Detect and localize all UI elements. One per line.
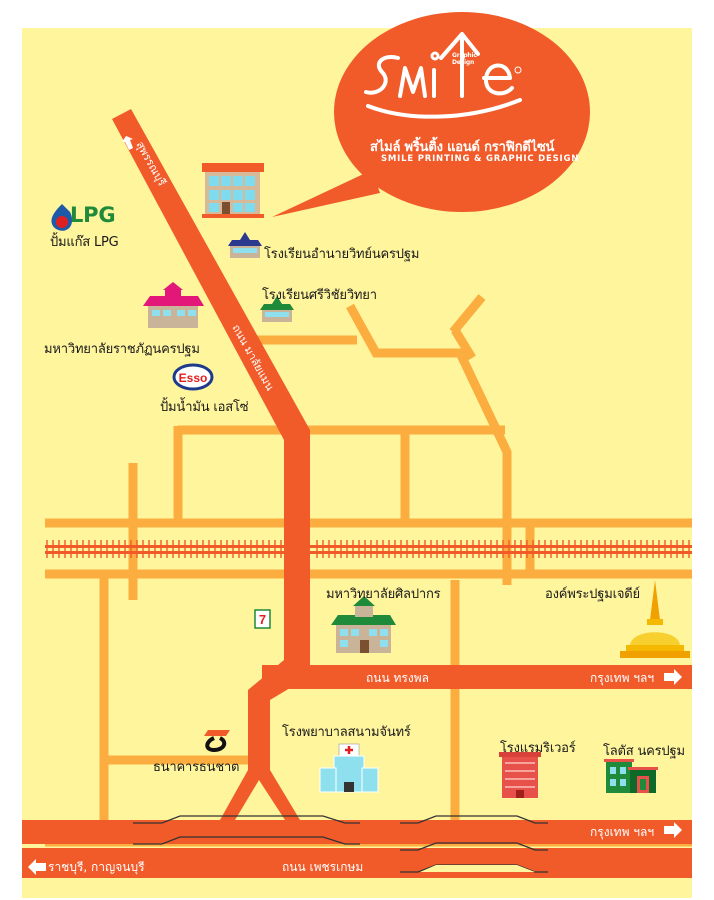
brand-logo-subtext: Graphic Design (452, 52, 477, 66)
thanachart-logo-icon (204, 730, 230, 753)
river-hotel-icon (499, 752, 541, 798)
hospital-icon (319, 743, 379, 793)
landmark-label-rajabhat: มหาวิทยาลัยราชภัฏนครปฐม (44, 342, 200, 357)
silpakorn-university-icon (331, 596, 396, 653)
road-label-songphon: ถนน ทรงพล (366, 671, 429, 685)
road-label-phetkasem-east: กรุงเทพ ฯลฯ (590, 825, 655, 839)
lpg-logo-text: LPG (70, 203, 116, 227)
road-label-phetkasem: ถนน เพชรเกษม (282, 860, 364, 874)
landmark-label-river-hotel: โรงแรมริเวอร์ (500, 741, 576, 756)
landmark-label-anuban-school: โรงเรียนอำนายวิทย์นครปฐม (264, 247, 420, 262)
landmark-label-lotus: โลตัส นครปฐม (603, 744, 685, 759)
landmark-label-lpg: ปั้มแก๊ส LPG (50, 235, 119, 250)
arrow-up-icon (122, 136, 133, 150)
overpass-lines (133, 815, 548, 873)
rajabhat-university-icon (143, 282, 204, 328)
seven-eleven-logo-icon: 7 (254, 609, 271, 629)
lotus-store-icon (604, 759, 658, 793)
landmark-label-sriwichai-school: โรงเรียนศรีวิชัยวิทยา (262, 288, 377, 303)
phra-pathom-chedi-icon (620, 580, 690, 658)
brand-english-name: SMILE PRINTING & GRAPHIC DESIGN (381, 154, 580, 164)
lpg-logo-icon (51, 204, 73, 231)
esso-logo-icon: Esso (172, 363, 214, 391)
landmark-label-hospital: โรงพยาบาลสนามจันทร์ (282, 725, 411, 740)
landmark-label-chedi: องค์พระปฐมเจดีย์ (545, 587, 640, 602)
landmark-label-thanachart: ธนาคารธนชาต (153, 760, 240, 775)
printing-office-building-icon (202, 163, 264, 218)
brand-bubble (272, 12, 590, 217)
anuban-school-icon (228, 232, 262, 258)
brand-thai-name: สไมล์ พริ้นติ้ง แอนด์ กราฟิกดีไซน์ (370, 140, 555, 155)
direction-arrows (28, 136, 682, 875)
landmark-label-esso: ปั้มน้ำมัน เอสโซ่ (160, 400, 249, 415)
road-label-songphon-direction: กรุงเทพ ฯลฯ (590, 671, 655, 685)
arrow-left-icon (28, 859, 46, 875)
sriwichai-school-icon (260, 296, 294, 322)
svg-text:Esso: Esso (179, 371, 208, 385)
landmark-label-silpakorn: มหาวิทยาลัยศิลปากร (326, 587, 441, 602)
svg-text:7: 7 (259, 612, 266, 627)
arrow-right-icon (664, 669, 682, 685)
main-roads (22, 109, 692, 878)
road-label-phetkasem-west: ราชบุรี, กาญจนบุรี (48, 860, 145, 874)
arrow-right-icon (664, 822, 682, 838)
smile-logo (364, 32, 522, 119)
railway (45, 540, 692, 558)
